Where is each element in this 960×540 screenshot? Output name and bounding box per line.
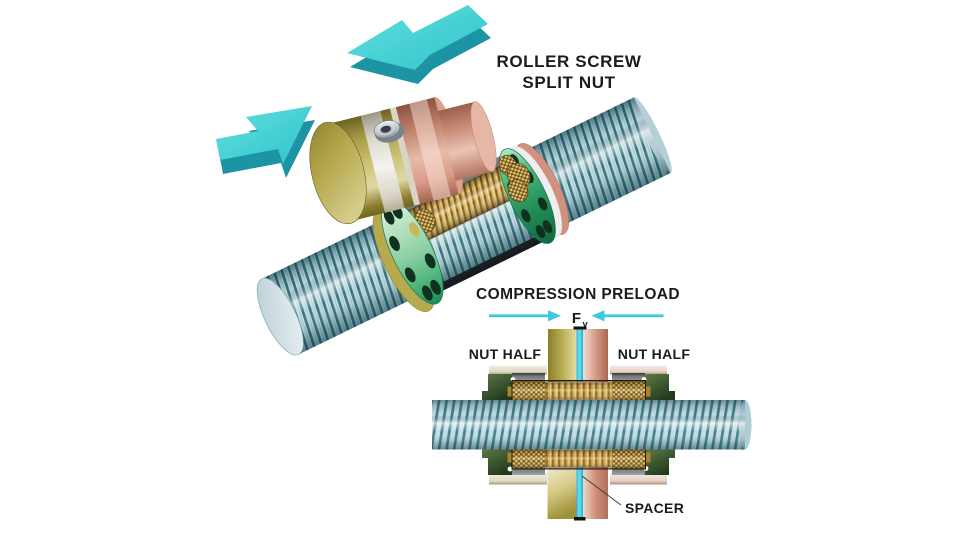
end-block-top-left [482,374,512,400]
title-block: ROLLER SCREW SPLIT NUT [496,52,641,92]
force-subscript-label: v [583,319,589,330]
preload-annotation: COMPRESSION PRELOAD F v [476,286,680,330]
nut-salmon-highlight [409,99,452,201]
nut-plate-top-left [489,365,547,375]
nut-rib-bottom-olive [547,466,577,519]
retainer-bar-top-left [512,373,545,383]
title-line-1: ROLLER SCREW [496,52,641,71]
nut-half-label-left: NUT HALF [469,346,542,362]
nut-rib-top-olive [548,329,577,382]
cross-shaft [432,400,752,450]
retainer-bar-top-right [612,373,645,383]
spacer-strip-top [576,329,583,382]
nut-back-cap [470,101,497,172]
flange-bolt-holes [383,203,441,301]
bushing [373,120,405,143]
cross-section [432,326,752,521]
cross-shaft-shading [432,400,745,450]
end-block-top-right [645,374,675,400]
compression-preload-label: COMPRESSION PRELOAD [476,286,680,303]
roller-gear-cluster-icon [498,154,531,203]
force-symbol-label: F [572,310,581,327]
bushing-hole [380,125,391,133]
nut-plate-bottom-right [610,473,667,485]
nut-white-band [360,110,405,213]
spacer-leader-line [581,475,622,506]
spacer-top-cap [573,326,587,330]
nut-face [309,121,367,225]
spacer-strip-bottom [576,466,583,517]
end-block-bottom-left [482,449,512,475]
end-block-bottom-right [645,449,675,475]
roller-top [507,380,651,402]
nut-rib-top-salmon [583,329,608,382]
preload-arrow-right-icon [591,310,664,322]
screw-assembly-3d [256,97,672,356]
spacer-bottom-cap [574,517,586,521]
nut-half-label-right: NUT HALF [618,346,691,362]
spacer-label: SPACER [625,500,684,516]
shaft-left-cap [256,277,304,356]
force-arrow-upper-icon [347,5,491,84]
arrow-face [347,5,488,70]
preload-arrow-left-icon [489,310,561,322]
retainer-bar-bottom-left [512,465,545,475]
split-nut-3d [309,97,497,225]
title-line-2: SPLIT NUT [522,73,615,92]
nut-plate-bottom-left [489,473,547,485]
nut-plate-top-right [610,365,667,375]
force-arrow-lower-icon [216,106,315,178]
flange-ring-left [372,199,444,312]
nut-half-salmon-3d [395,97,459,205]
arrow-face [216,106,312,164]
roller-bottom [507,448,651,470]
retainer-bar-bottom-right [612,465,645,475]
